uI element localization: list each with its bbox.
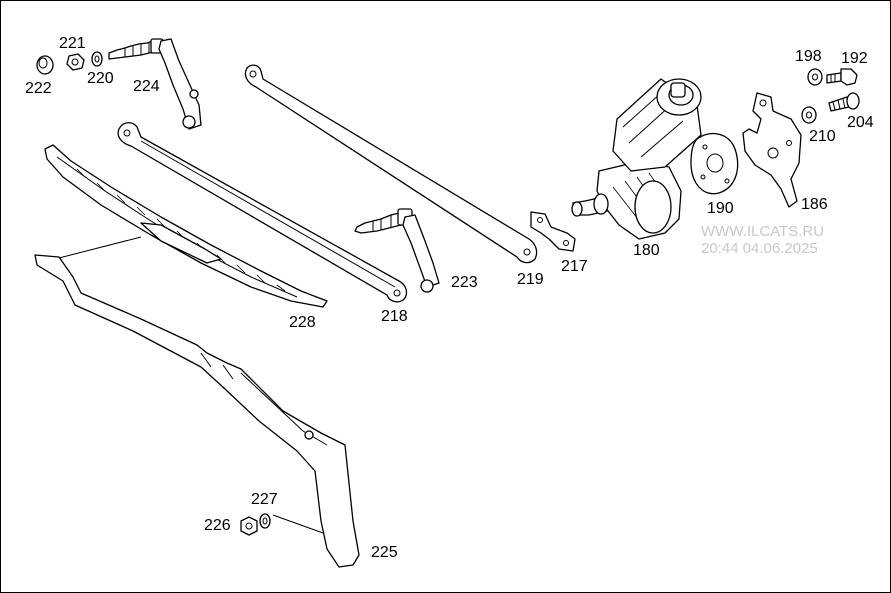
label-224: 224 [133,78,160,95]
part-222-cap[interactable] [36,55,54,75]
label-190: 190 [707,200,734,217]
part-192-bolt[interactable] [826,68,858,86]
part-186-mount-bracket[interactable] [742,92,802,208]
part-224-crank[interactable] [108,38,202,130]
label-222: 222 [25,80,52,97]
part-228-wiper-blade[interactable] [44,144,328,308]
label-186: 186 [801,196,828,213]
label-198: 198 [795,48,822,65]
part-219-rod[interactable] [244,64,538,264]
label-219: 219 [517,271,544,288]
part-210-washer[interactable] [801,106,817,124]
watermark-timestamp: 20:44 04.06.2025 [701,240,818,257]
part-204-screw[interactable] [828,92,860,112]
part-221-nut[interactable] [66,53,85,71]
label-192: 192 [841,50,868,67]
label-220: 220 [87,70,114,87]
part-180-wiper-motor[interactable] [571,78,702,240]
label-223: 223 [451,274,478,291]
label-210: 210 [809,128,836,145]
part-198-washer[interactable] [807,68,823,86]
part-218-rod[interactable] [117,122,408,303]
label-226: 226 [204,517,231,534]
label-227: 227 [251,491,278,508]
part-227-washer[interactable] [259,513,271,529]
label-218: 218 [381,308,408,325]
label-221: 221 [59,35,86,52]
part-217-bracket[interactable] [530,211,576,252]
watermark-site: WWW.ILCATS.RU [701,223,824,240]
label-228: 228 [289,314,316,331]
part-223-crank[interactable] [354,208,440,293]
part-190-gasket[interactable] [690,132,739,195]
leader-227 [272,514,324,534]
label-225: 225 [371,544,398,561]
label-217: 217 [561,258,588,275]
part-220-washer[interactable] [91,51,103,67]
part-225-wiper-arm[interactable] [34,254,360,568]
part-226-nut[interactable] [240,516,258,536]
label-180: 180 [633,242,660,259]
label-204: 204 [847,114,874,131]
leader-blade-arm [54,236,142,260]
